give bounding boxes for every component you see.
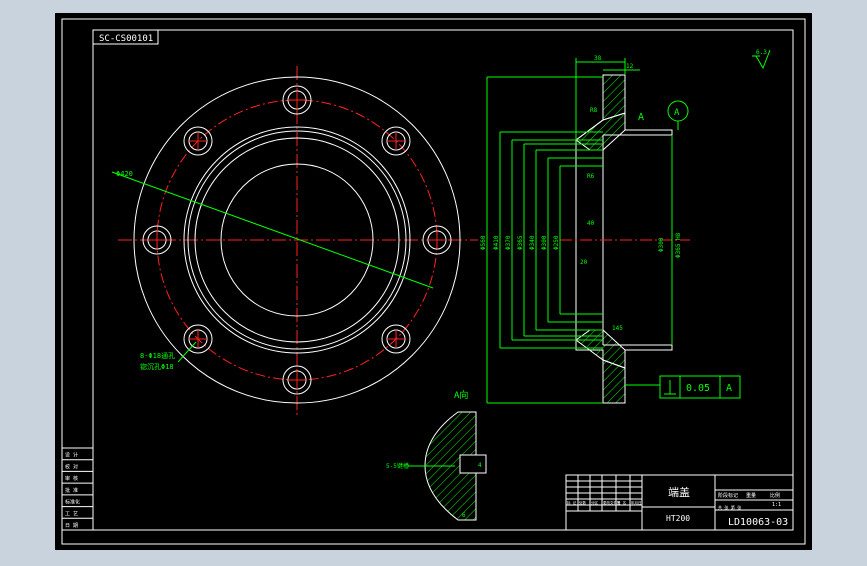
code-label-box [92,29,159,45]
diameter-label: Φ250 [553,235,560,250]
tb-row-label: 标 记 [567,500,577,505]
roughness-value: 6.3 [756,49,767,56]
bolt-hole-counterbore [282,365,312,395]
diameter-dim: Φ300 [541,157,603,323]
flange-outer-circle [133,76,461,404]
tb-row-label: 更改文件号 [603,500,621,505]
boss-outer-circle [183,126,411,354]
tolerance-datum: A [726,383,732,394]
bolt-holes [142,85,452,395]
pcd-dim: Φ420 [116,170,133,178]
diameter-label: Φ560 [480,235,487,250]
left-table-cell: 设 计 [65,452,78,459]
boss-mid-circle [187,130,407,350]
datum-circle-label: A [674,108,680,118]
bolt-hole-counterbore [381,126,411,156]
detail-view-label: A向 [454,389,468,401]
hatch-flange-top [602,74,626,121]
tolerance-frame [659,375,741,399]
tb-scale-label: 比例 [770,492,780,499]
tb-row-label: 分区 [591,500,599,505]
hole-note-1: 8-Φ18通孔 [140,351,175,360]
top-dim-2: R8 [590,107,598,114]
side-section-view: Φ560 Φ410 Φ370 Φ365 Φ340 Φ300 Φ250 38 12 R8 R6… [480,55,741,404]
bore-circle [220,163,374,317]
misc-dim-2: 20 [580,259,588,266]
left-table-cell: 校 对 [65,463,78,470]
outer-frame [61,18,806,545]
diameter-dim: Φ340 [529,149,603,331]
misc-dim-1: 40 [587,220,595,227]
diameter-dim: Φ365 [517,143,603,337]
diameter-label: Φ365 [517,235,524,250]
boss-inner-circle [194,137,400,343]
tb-sheet: 共 张 第 张 [718,504,741,510]
datum-letter: A [638,112,644,123]
roughness-symbol: 6.3 [752,49,771,70]
material: HT200 [666,514,690,523]
left-table-cell: 日 期 [65,523,78,529]
tb-row-label: 年月日 [631,500,642,505]
top-dim-1: 12 [626,63,634,70]
drawing-number: LD10063-03 [728,517,788,528]
title-block-left-grid: 标 记处数分区更改文件号签 名年月日 [566,475,642,512]
inner-frame [92,29,794,531]
title-block: 标 记处数分区更改文件号签 名年月日 端盖 HT200 LD10063-03 阶… [565,474,794,531]
diameter-label: Φ370 [505,235,512,250]
bolt-hole-counterbore [422,225,452,255]
left-table-cell: 审 核 [65,475,78,482]
diameter-label: Φ300 [541,235,548,250]
hole-note-2: 锪沉孔Φ18 [140,362,174,371]
bore-label-0: Φ300 [658,237,665,252]
part-name: 端盖 [668,485,690,499]
bore-label-1: Φ365 H8 [675,232,682,258]
diameter-dimension-lines: Φ560 Φ410 Φ370 Φ365 Φ340 Φ300 Φ250 [480,76,603,404]
hatch-flange-bottom [602,359,626,404]
code-label: SC-CS00101 [99,34,153,44]
hole-note-leader [177,341,197,363]
diameter-dim: Φ370 [505,139,603,341]
diameter-dim: Φ410 [493,131,603,349]
pcd-leader [111,171,434,289]
misc-dim-3: 145 [612,325,623,332]
detail-dim: 4 [478,462,482,469]
left-table-cell: 标准化 [65,499,80,506]
detail-dim-2: 6 [462,512,466,519]
front-view: Φ420 8-Φ18通孔 锪沉孔Φ18 [111,66,478,415]
detail-view: A向 4 6 5-5键槽 [386,389,487,521]
detail-keyway [459,454,487,474]
diameter-label: Φ410 [493,235,500,250]
title-block-frame [565,474,794,531]
bolt-hole-counterbore [183,126,213,156]
left-table-cell: 批 准 [65,487,78,494]
tolerance-value: 0.05 [686,383,710,394]
tb-weight-label: 重量 [746,492,756,499]
detail-note: 5-5键槽 [386,462,409,470]
misc-dim-0: R6 [587,173,595,180]
diameter-dim: Φ250 [553,165,603,315]
bolt-hole-counterbore [282,85,312,115]
left-table-frame [61,447,94,531]
roughness-icon [755,49,771,70]
tb-row-label: 签 名 [617,500,626,505]
tb-scale-value: 1:1 [772,502,781,508]
tb-row-label: 处数 [579,500,587,505]
bolt-hole-counterbore [142,225,172,255]
bolt-hole-counterbore [183,324,213,354]
diameter-label: Φ340 [529,235,536,250]
tb-stage-label: 阶段标记 [718,492,738,499]
top-dim-0: 38 [594,55,602,62]
left-table-cell: 工 艺 [65,511,78,517]
bolt-hole-counterbore [381,324,411,354]
diameter-dim: Φ560 [480,76,603,404]
